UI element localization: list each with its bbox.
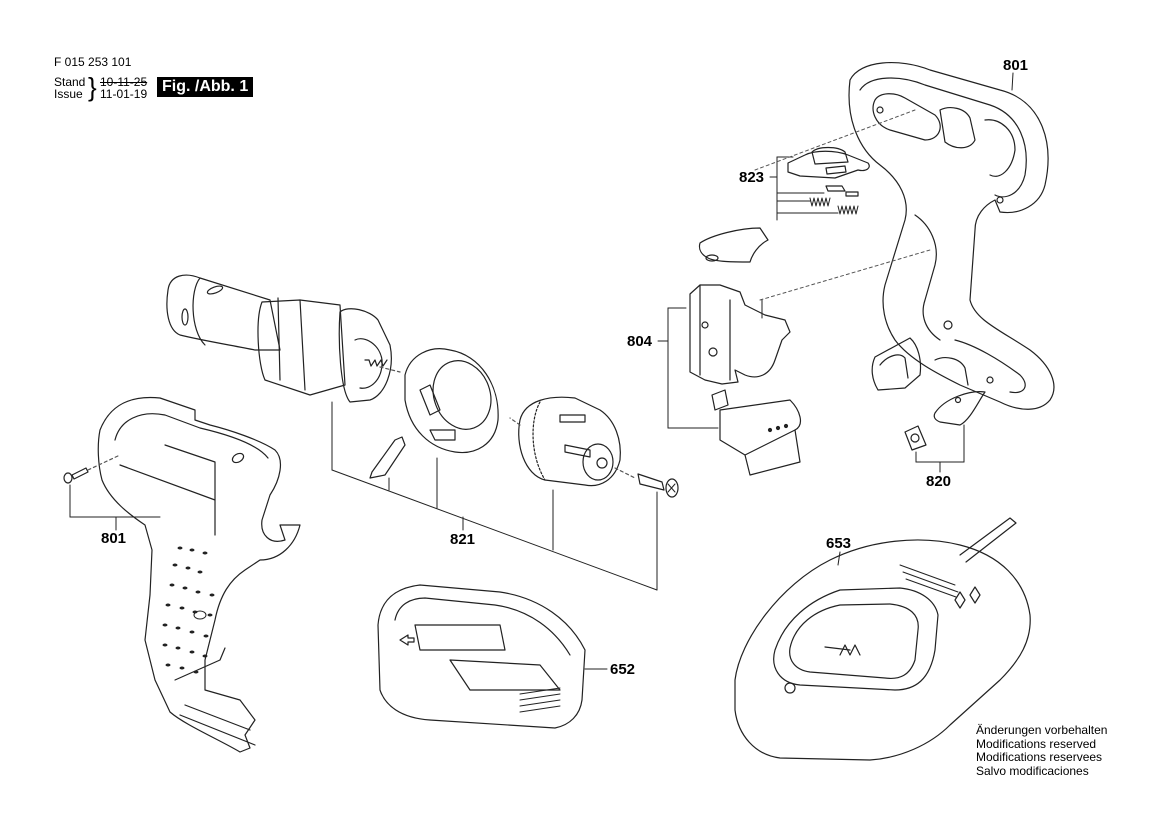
foot-pad-left[interactable]: [872, 338, 920, 390]
leader-823: [755, 110, 930, 300]
part-label-804: 804: [627, 333, 653, 350]
keyless-chuck[interactable]: [510, 397, 635, 485]
slider-button[interactable]: [699, 228, 768, 262]
charger[interactable]: [735, 518, 1030, 760]
part-label-801-right: 801: [1003, 57, 1029, 74]
foot-pad-square[interactable]: [905, 426, 926, 450]
switch-cover[interactable]: [788, 148, 869, 179]
switch-clips[interactable]: [826, 186, 858, 196]
note-de: Änderungen vorbehalten: [976, 723, 1108, 737]
stand-date: 10-11-25: [100, 75, 148, 89]
leader-804: [658, 308, 718, 428]
chuck-screw[interactable]: [638, 474, 678, 497]
motor-gearbox[interactable]: [167, 275, 400, 402]
torque-ring[interactable]: [405, 349, 500, 453]
foot-pad-oval[interactable]: [934, 392, 985, 425]
springs[interactable]: [810, 198, 858, 214]
part-label-820: 820: [926, 473, 952, 490]
part-label-652: 652: [610, 661, 636, 678]
leader-821: [332, 402, 657, 590]
revision-dates: 10-11-25 11-01-19: [100, 76, 147, 100]
issue-label: Issue: [54, 87, 83, 101]
brace-icon: }: [88, 72, 97, 102]
stand-label: Stand: [54, 75, 86, 89]
note-fr: Modifications reservees: [976, 750, 1103, 764]
part-label-801-left: 801: [101, 530, 127, 547]
part-label-821: 821: [450, 531, 476, 548]
stand-issue-labels: Stand Issue: [54, 76, 85, 100]
switch[interactable]: [690, 285, 800, 475]
modification-notes: Änderungen vorbehalten Modifications res…: [976, 723, 1108, 778]
note-es: Salvo modificaciones: [976, 763, 1089, 778]
battery-pack[interactable]: [378, 585, 607, 728]
part-label-653: 653: [826, 535, 852, 552]
grip-texture: [162, 546, 215, 674]
leader-820: [916, 425, 964, 472]
housing-right-half[interactable]: [849, 63, 1054, 410]
housing-screw[interactable]: [64, 455, 120, 483]
housing-left-half[interactable]: [98, 397, 300, 752]
leader-801-left: [70, 485, 160, 530]
gear-clip[interactable]: [370, 437, 405, 478]
note-en: Modifications reserved: [976, 736, 1097, 751]
issue-date: 11-01-19: [100, 87, 148, 101]
document-number: F 015 253 101: [54, 55, 132, 69]
figure-badge: Fig. /Abb. 1: [157, 77, 254, 97]
part-label-823: 823: [739, 169, 765, 186]
